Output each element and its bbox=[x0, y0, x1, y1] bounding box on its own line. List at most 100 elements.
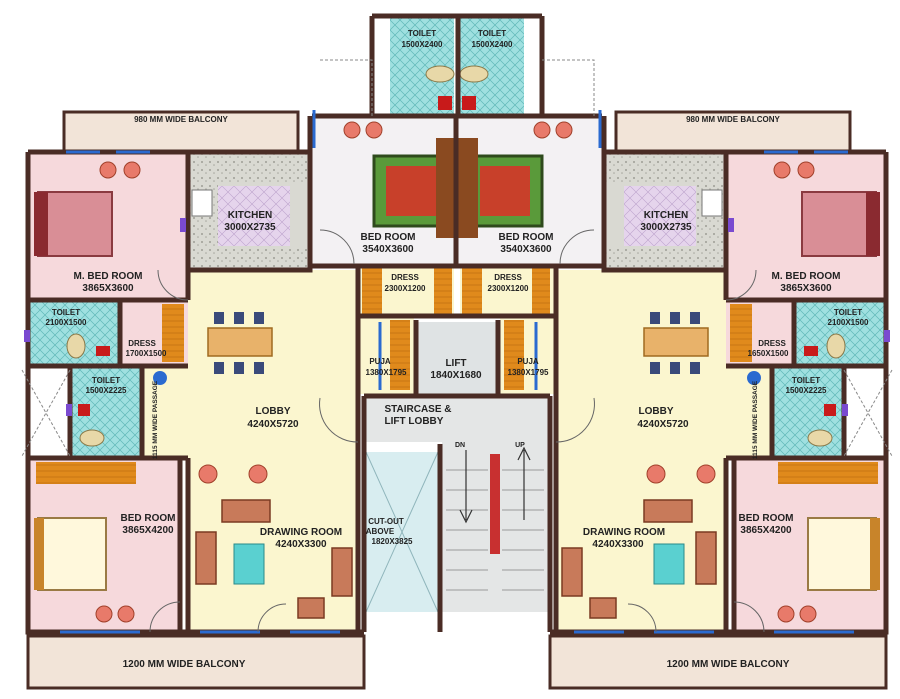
center-puja-left-size: 1380X1795 bbox=[366, 368, 407, 377]
center-staircase-line2: LIFT LOBBY bbox=[385, 416, 444, 427]
left-master-bed bbox=[37, 191, 113, 257]
right-bedroom-wardrobe bbox=[778, 462, 878, 484]
center-puja-right-name: PUJA bbox=[517, 357, 539, 366]
center-bedroom-left-name: BED ROOM bbox=[361, 232, 416, 243]
stair-arrow-dn bbox=[459, 450, 473, 524]
right-drawing-size: 4240X3300 bbox=[592, 539, 644, 550]
right-bed-head bbox=[870, 518, 880, 590]
center-puja-left-name: PUJA bbox=[369, 357, 391, 366]
center-lift bbox=[418, 322, 496, 394]
left-center-table bbox=[233, 543, 265, 585]
right-toilet-b-name: TOILET bbox=[792, 376, 820, 385]
right-washbasin bbox=[747, 371, 761, 385]
left-bedroom-wardrobe bbox=[36, 462, 136, 484]
center-cutout-cross bbox=[365, 451, 439, 613]
right-kitchen-floor bbox=[624, 186, 696, 246]
right-passage bbox=[726, 368, 772, 458]
left-top-balcony-label: 980 MM WIDE BALCONY bbox=[134, 115, 228, 124]
stair-arrow-up bbox=[517, 446, 531, 520]
window-markers bbox=[24, 218, 890, 416]
center-dress-right-name: DRESS bbox=[494, 273, 522, 282]
center-puja-right-wood bbox=[504, 320, 524, 390]
center-bedroom-left-size: 3540X3600 bbox=[362, 244, 414, 255]
cross-bracing bbox=[21, 59, 893, 457]
center-staircase-lobby bbox=[364, 398, 550, 442]
toilet-fixtures bbox=[66, 65, 846, 447]
right-toilet-b-size: 1500X2225 bbox=[786, 386, 827, 395]
right-master-bed-head bbox=[866, 192, 880, 256]
center-toilet-left-size: 1500X2400 bbox=[402, 40, 443, 49]
left-bed-head bbox=[34, 518, 44, 590]
left-mbed-name: M. BED ROOM bbox=[74, 271, 143, 282]
center-dress-left-size: 2300X1200 bbox=[385, 284, 426, 293]
right-center-table bbox=[653, 543, 685, 585]
left-lobby-size: 4240X5720 bbox=[247, 419, 299, 430]
left-kitchen-counter-top bbox=[190, 154, 308, 184]
center-bed-right-inner bbox=[480, 166, 530, 216]
left-lobby-name: LOBBY bbox=[256, 406, 291, 417]
right-bed bbox=[807, 517, 877, 591]
left-dress-name: DRESS bbox=[128, 339, 156, 348]
center-bedroom-right-name: BED ROOM bbox=[499, 232, 554, 243]
round-chairs bbox=[95, 121, 817, 623]
right-kitchen-counter-bottom bbox=[606, 248, 724, 268]
left-kitchen-sink bbox=[191, 189, 213, 217]
center-dress-left-name: DRESS bbox=[391, 273, 419, 282]
center-up-label: UP bbox=[515, 442, 525, 449]
right-kitchen-size: 3000X2735 bbox=[640, 222, 692, 233]
center-dn-label: DN bbox=[455, 442, 465, 449]
left-dining-table bbox=[207, 327, 273, 357]
center-dress-right-wood-a bbox=[462, 268, 482, 314]
left-bed bbox=[37, 517, 107, 591]
right-bedroom-name: BED ROOM bbox=[739, 513, 794, 524]
right-bottom-balcony bbox=[548, 634, 888, 690]
left-bedroom-size: 3865X4200 bbox=[122, 525, 174, 536]
left-kitchen-size: 3000X2735 bbox=[224, 222, 276, 233]
center-toilet-right-name: TOILET bbox=[478, 29, 506, 38]
right-kitchen-counter-top bbox=[606, 154, 724, 184]
left-bottom-balcony bbox=[26, 634, 366, 690]
left-toilet-b-name: TOILET bbox=[92, 376, 120, 385]
stair-handrail bbox=[490, 454, 500, 554]
right-lobby-name: LOBBY bbox=[639, 406, 674, 417]
right-mbed-size: 3865X3600 bbox=[780, 283, 832, 294]
left-dress-wardrobe bbox=[162, 304, 184, 362]
center-cutout-line2: ABOVE bbox=[366, 527, 395, 536]
left-kitchen-floor bbox=[218, 186, 290, 246]
center-bed-left-inner bbox=[386, 166, 436, 216]
dining-chairs bbox=[214, 312, 700, 374]
left-bottom-balcony-label: 1200 MM WIDE BALCONY bbox=[123, 659, 246, 670]
right-dining-table bbox=[643, 327, 709, 357]
center-puja-left-wood bbox=[390, 320, 410, 390]
right-lobby-size: 4240X5720 bbox=[637, 419, 689, 430]
right-dress-size: 1650X1500 bbox=[748, 349, 789, 358]
left-kitchen-counter-bottom bbox=[190, 248, 308, 268]
left-dress-size: 1700X1500 bbox=[126, 349, 167, 358]
center-staircase-line1: STAIRCASE & bbox=[384, 404, 451, 415]
windows bbox=[60, 110, 854, 634]
center-lift-size: 1840X1680 bbox=[430, 370, 482, 381]
right-bedroom-size: 3865X4200 bbox=[740, 525, 792, 536]
center-cutout-size: 1820X3825 bbox=[372, 537, 413, 546]
center-dress-left-wood-a bbox=[362, 268, 382, 314]
right-bottom-balcony-label: 1200 MM WIDE BALCONY bbox=[667, 659, 790, 670]
left-bedroom-name: BED ROOM bbox=[121, 513, 176, 524]
right-drawing-name: DRAWING ROOM bbox=[583, 527, 665, 538]
left-toilet-b-size: 1500X2225 bbox=[86, 386, 127, 395]
right-kitchen-sink bbox=[701, 189, 723, 217]
left-master-bed-head bbox=[34, 192, 48, 256]
left-kitchen-name: KITCHEN bbox=[228, 210, 272, 221]
center-lift-name: LIFT bbox=[445, 358, 466, 369]
sofas bbox=[195, 499, 717, 619]
center-toilet-left-name: TOILET bbox=[408, 29, 436, 38]
left-passage-label: 1115 MM WIDE PASSAGE bbox=[152, 380, 159, 459]
center-dress-right-size: 2300X1200 bbox=[488, 284, 529, 293]
right-mbed-name: M. BED ROOM bbox=[772, 271, 841, 282]
left-mbed-size: 3865X3600 bbox=[82, 283, 134, 294]
right-dress-name: DRESS bbox=[758, 339, 786, 348]
toilet-rugs bbox=[78, 96, 836, 416]
center-dress-left-wood-b bbox=[434, 268, 452, 314]
right-kitchen-name: KITCHEN bbox=[644, 210, 688, 221]
right-toilet-a-size: 2100X1500 bbox=[828, 318, 869, 327]
